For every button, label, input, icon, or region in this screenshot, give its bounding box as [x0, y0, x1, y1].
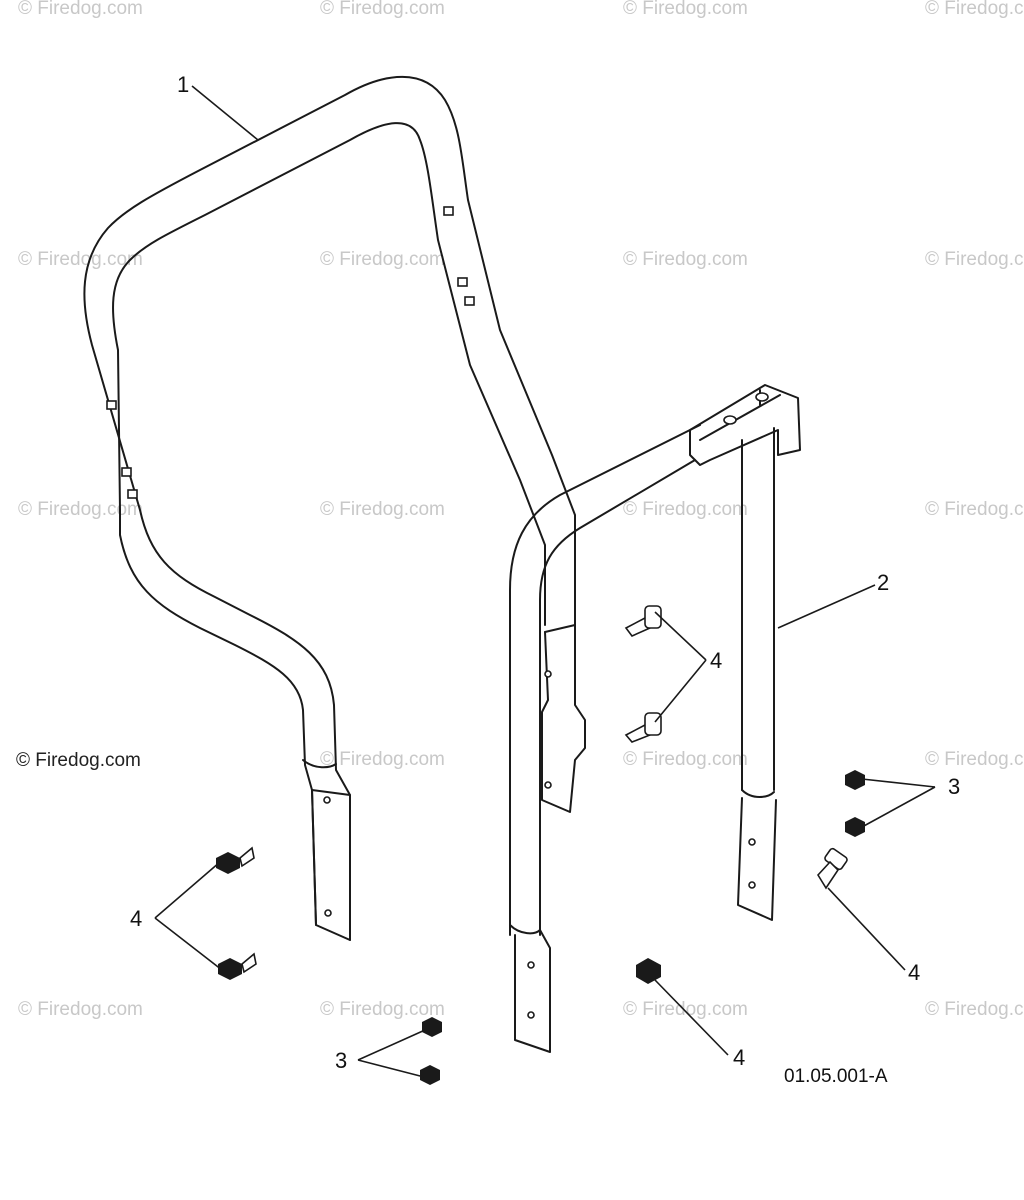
lug	[106, 400, 117, 410]
bolt-icon	[817, 847, 848, 890]
callout-label: 4	[710, 648, 722, 673]
roll-bar-frame-part-1	[83, 75, 586, 941]
callout-label: 3	[948, 774, 960, 799]
diagram-code: 01.05.001-A	[784, 1066, 888, 1087]
watermark: © Firedog.com	[18, 249, 143, 270]
watermark: © Firedog.com	[623, 999, 748, 1020]
watermark: © Firedog.com	[925, 999, 1024, 1020]
copyright-notice: © Firedog.com	[16, 750, 141, 771]
mount-hole	[527, 1011, 535, 1019]
nut-icon	[420, 1065, 440, 1085]
watermark: © Firedog.com	[925, 749, 1024, 770]
mount-hole	[544, 781, 552, 789]
watermark: © Firedog.com	[623, 0, 748, 19]
mount-hole	[748, 881, 756, 889]
bolt-icon	[636, 958, 661, 984]
watermark: © Firedog.com	[925, 0, 1024, 19]
mount-hole	[527, 961, 535, 969]
nut-icon	[845, 770, 865, 790]
watermark: © Firedog.com	[320, 749, 445, 770]
watermark: © Firedog.com	[925, 499, 1024, 520]
front-frame-part-2	[509, 384, 801, 1053]
watermark: © Firedog.com	[623, 499, 748, 520]
callout-label: 3	[335, 1048, 347, 1073]
bolt-icon	[624, 605, 662, 637]
callout-label: 4	[908, 960, 920, 985]
lug	[464, 296, 475, 306]
stud	[755, 392, 769, 402]
watermark: © Firedog.com	[18, 499, 143, 520]
watermark: © Firedog.com	[18, 0, 143, 19]
bolt-icon	[218, 952, 257, 980]
stud	[723, 415, 737, 425]
mount-hole	[544, 670, 552, 678]
nut-icon	[422, 1017, 442, 1037]
lug	[127, 489, 138, 499]
callout-label: 4	[130, 906, 142, 931]
bolt-icon	[624, 712, 662, 743]
watermark: © Firedog.com	[320, 499, 445, 520]
bolt-icon	[216, 846, 255, 874]
mount-hole	[324, 909, 332, 917]
watermark: © Firedog.com	[18, 999, 143, 1020]
watermark: © Firedog.com	[320, 999, 445, 1020]
fasteners	[216, 605, 865, 1085]
watermark: © Firedog.com	[320, 249, 445, 270]
lug	[443, 206, 454, 216]
watermark: © Firedog.com	[925, 249, 1024, 270]
callout-label: 1	[177, 72, 189, 97]
callout-label: 4	[733, 1045, 745, 1070]
leader-lines	[154, 85, 936, 1078]
lug	[457, 277, 468, 287]
watermark-layer: © Firedog.com © Firedog.com © Firedog.co…	[18, 0, 1024, 1020]
watermark: © Firedog.com	[623, 749, 748, 770]
nut-icon	[845, 817, 865, 837]
callout-labels: 1 2 4 4 3 4 4 3	[130, 72, 960, 1073]
watermark: © Firedog.com	[623, 249, 748, 270]
watermark: © Firedog.com	[320, 0, 445, 19]
callout-label: 2	[877, 570, 889, 595]
lug	[121, 467, 132, 477]
mount-hole	[323, 796, 331, 804]
mount-hole	[748, 838, 756, 846]
